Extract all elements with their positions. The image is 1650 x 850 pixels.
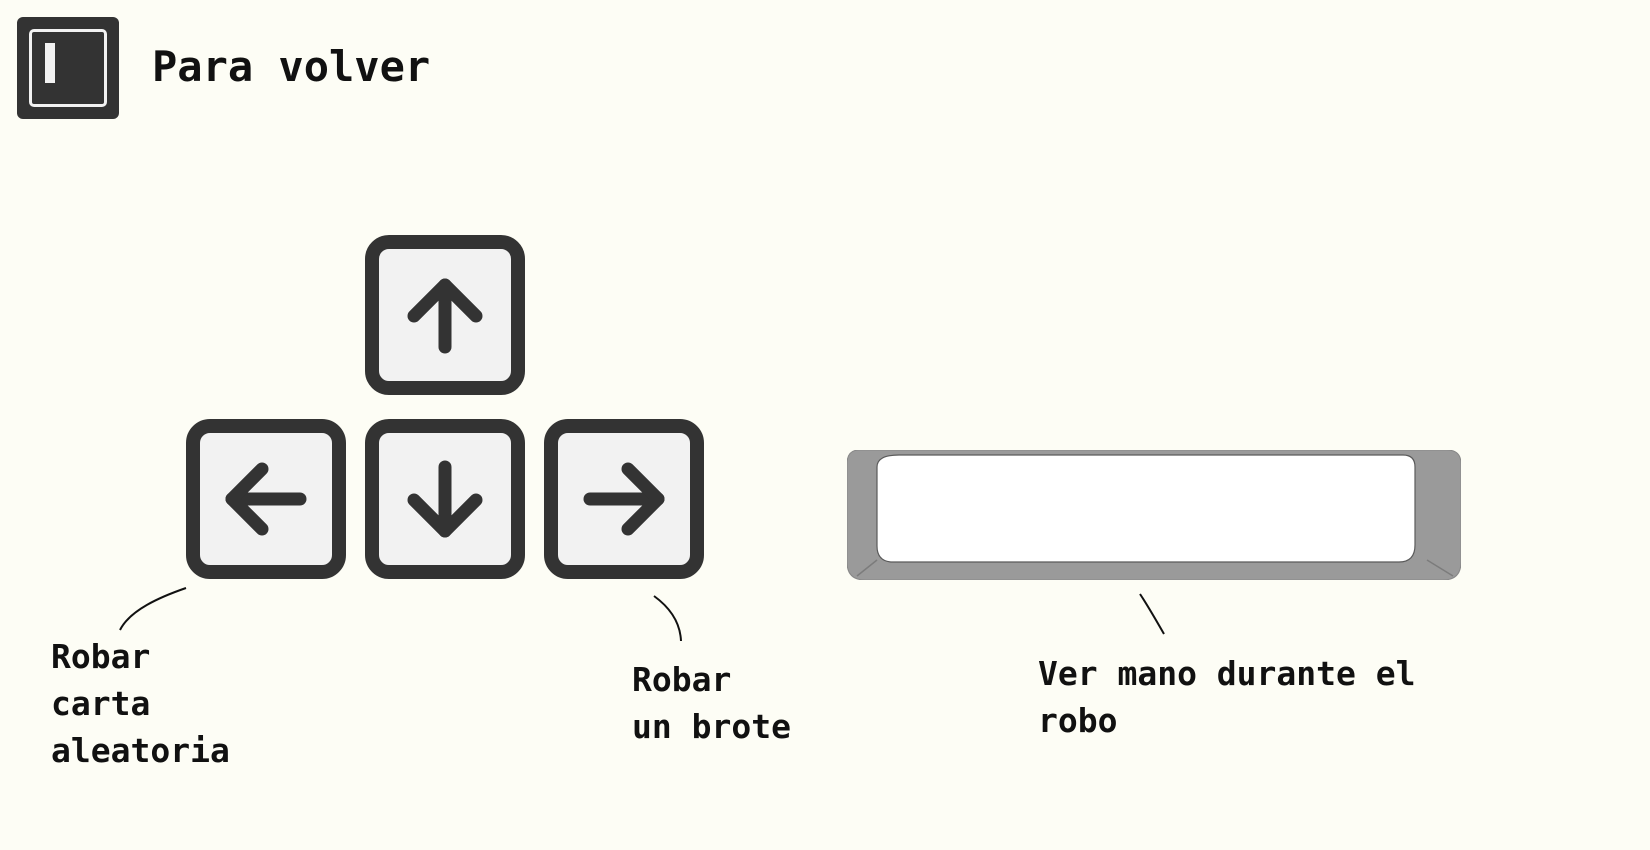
arrow-up-key <box>365 235 525 395</box>
label-line: Ver mano durante el <box>1038 654 1416 693</box>
back-key-face <box>29 29 107 107</box>
label-line: un brote <box>632 707 791 746</box>
arrow-right-icon <box>583 462 665 536</box>
label-draw-sprout: Robar un brote <box>632 656 791 750</box>
arrow-left-icon <box>225 462 307 536</box>
arrow-left-key <box>186 419 346 579</box>
space-bar-icon <box>847 450 1461 580</box>
label-line: Robar <box>632 660 732 699</box>
leader-line-space <box>1139 593 1165 635</box>
arrow-down-icon <box>407 460 483 538</box>
label-line: carta <box>51 684 151 723</box>
label-draw-random-card: Robar carta aleatoria <box>51 633 230 774</box>
back-key-icon <box>17 17 119 119</box>
arrow-down-key <box>365 419 525 579</box>
arrow-up-icon <box>407 278 483 354</box>
label-line: aleatoria <box>51 731 230 770</box>
page-title: Para volver <box>152 42 431 91</box>
label-line: Robar <box>51 637 151 676</box>
leader-line-right <box>653 595 682 642</box>
leader-line-left <box>119 587 187 631</box>
label-view-hand: Ver mano durante el robo <box>1038 650 1416 744</box>
back-key-bar <box>45 43 55 83</box>
space-bar-face <box>876 454 1416 563</box>
arrow-right-key <box>544 419 704 579</box>
label-line: robo <box>1038 701 1118 740</box>
